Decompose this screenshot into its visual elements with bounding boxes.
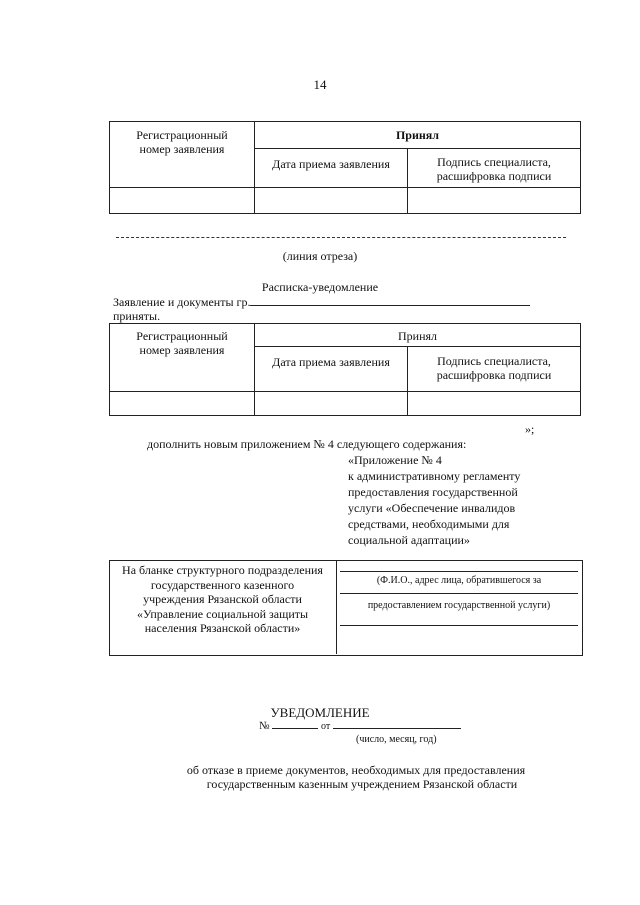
blank-box-left: На бланке структурного подразделения гос… xyxy=(109,560,337,654)
reg-number-header: Регистрационный номер заявления xyxy=(109,121,255,188)
date-header: Дата приема заявления xyxy=(254,148,408,188)
notice-subject-2: государственным казенным учреждением Ряз… xyxy=(206,777,518,791)
number-blank xyxy=(272,718,319,729)
receipt-line-1: Заявление и документы гр. xyxy=(113,294,531,310)
empty-cell xyxy=(407,391,581,416)
address-hint-1: (Ф.И.О., адрес лица, обратившегося за xyxy=(376,575,542,586)
address-line xyxy=(340,571,578,572)
page-number: 14 xyxy=(313,77,327,92)
address-line xyxy=(340,625,578,626)
empty-cell xyxy=(109,391,255,416)
notice-subject-1: об отказе в приеме документов, необходим… xyxy=(186,763,526,777)
accepted-header: Принял xyxy=(254,323,581,347)
notice-number-line: № от xyxy=(259,718,461,732)
address-line xyxy=(340,593,578,594)
reg-number-header: Регистрационный номер заявления xyxy=(109,323,255,392)
empty-cell xyxy=(254,187,408,214)
receipt-title: Расписка-уведомление xyxy=(261,280,379,294)
receipt-line-2: приняты. xyxy=(113,309,161,323)
signature-header: Подпись специалиста, расшифровка подписи xyxy=(407,346,581,392)
notice-title: УВЕДОМЛЕНИЕ xyxy=(270,705,370,720)
signature-header: Подпись специалиста, расшифровка подписи xyxy=(407,148,581,188)
blank-box-text: На бланке структурного подразделения гос… xyxy=(122,563,323,635)
name-blank-line xyxy=(250,294,531,306)
empty-cell xyxy=(109,187,255,214)
date-hint: (число, месяц, год) xyxy=(356,734,437,745)
empty-cell xyxy=(254,391,408,416)
cut-line xyxy=(116,237,566,238)
address-hint-2: предоставлением государственной услуги) xyxy=(367,600,551,611)
registration-table-bottom: Регистрационный номер заявления Принял Д… xyxy=(109,323,581,416)
cut-line-label: (линия отреза) xyxy=(282,249,358,263)
registration-table-top: Регистрационный номер заявления Принял Д… xyxy=(109,121,581,214)
date-blank xyxy=(333,718,461,729)
date-header: Дата приема заявления xyxy=(254,346,408,392)
empty-cell xyxy=(407,187,581,214)
amendment-text: дополнить новым приложением № 4 следующе… xyxy=(147,437,467,451)
blank-box xyxy=(109,560,583,656)
appendix-header: «Приложение № 4 к административному регл… xyxy=(348,453,521,547)
end-mark: »; xyxy=(525,422,535,436)
accepted-header: Принял xyxy=(254,121,581,149)
